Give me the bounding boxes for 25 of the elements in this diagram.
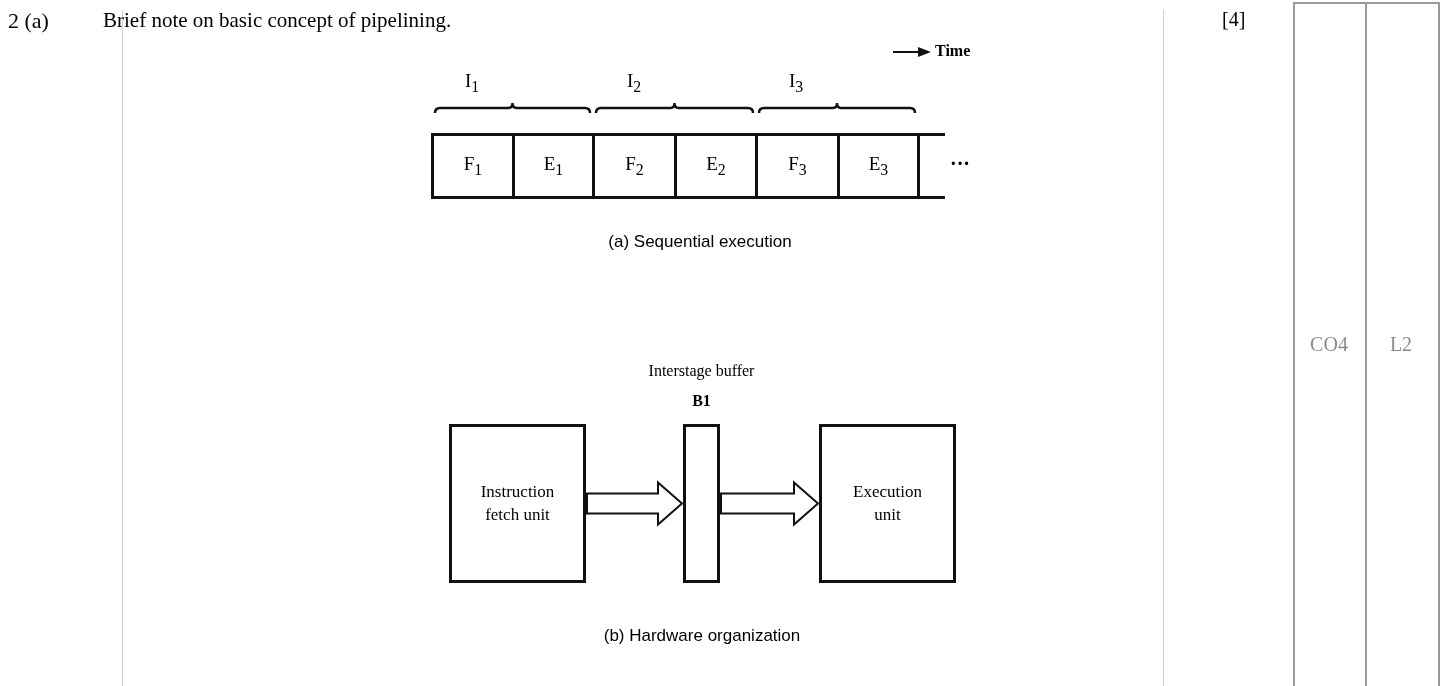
table-cell: L2 — [1389, 333, 1413, 356]
timeline-cell: E$_{2}$ — [674, 133, 758, 199]
figure-caption: (b) Hardware organization — [603, 626, 801, 646]
question-text: Brief note on basic concept of pipelining. — [103, 8, 452, 33]
time-label: Time — [935, 42, 971, 61]
instruction-label: I$_{1}$ — [464, 70, 480, 96]
timeline-cell: F$_{3}$ — [755, 133, 840, 199]
timeline-cell: F$_{2}$ — [592, 133, 677, 199]
instruction-label: I$_{3}$ — [788, 70, 804, 96]
unit-box: Execution unit — [819, 424, 956, 583]
unit-box: Instruction fetch unit — [449, 424, 586, 583]
block-arrow — [720, 480, 820, 527]
block-arrow — [586, 480, 684, 527]
buffer-label: B1 — [692, 392, 711, 410]
marks: [4] — [1222, 8, 1246, 31]
timeline-cell: E$_{1}$ — [512, 133, 595, 199]
buffer-label: Interstage buffer — [648, 362, 755, 380]
timeline-cell: F$_{1}$ — [431, 133, 515, 199]
buffer-bar — [683, 424, 720, 583]
ellipsis: ··· — [950, 152, 970, 175]
figure-caption: (a) Sequential execution — [608, 232, 792, 252]
timeline-cell: E$_{3}$ — [837, 133, 920, 199]
table-cell: CO4 — [1310, 333, 1348, 356]
question-number: 2 (a) — [8, 8, 49, 34]
instruction-label: I$_{2}$ — [626, 70, 642, 96]
